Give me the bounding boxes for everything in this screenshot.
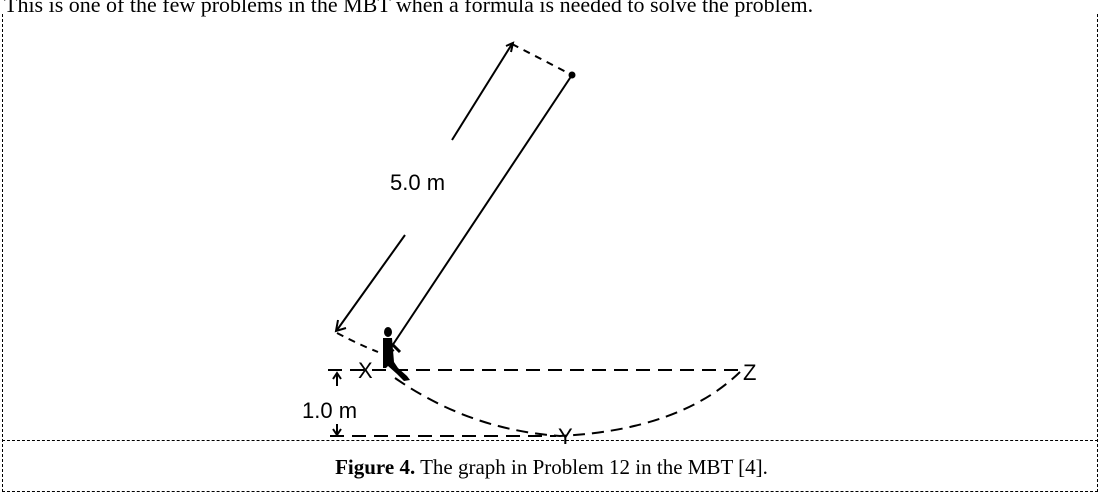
figure-frame [2,14,1098,492]
figure-caption: Figure 4. The graph in Problem 12 in the… [0,454,1103,480]
figure-caption-divider [2,440,1098,441]
length-dimension-line-upper [451,43,513,141]
top-dashed-link [511,43,573,76]
rope-line [387,74,573,353]
height-arrow-up [332,371,342,380]
point-x-label: X [358,358,373,383]
caption-figure-number: Figure 4. [335,455,416,479]
length-label: 5.0 m [390,170,445,195]
length-dimension-line-lower [336,234,406,331]
length-arrow-top [505,41,515,53]
height-arrow-down [332,428,342,437]
person-silhouette [383,327,410,381]
caption-text: The graph in Problem 12 in the MBT [4]. [415,455,768,479]
length-arrow-bottom [334,319,347,333]
swing-arc [394,371,741,438]
preceding-text-line: This is one of the few problems in the M… [4,0,814,17]
point-z-label: Z [743,360,756,385]
swing-start-arc [336,332,379,353]
height-label: 1.0 m [302,398,357,423]
point-y-label: Y [558,424,573,449]
